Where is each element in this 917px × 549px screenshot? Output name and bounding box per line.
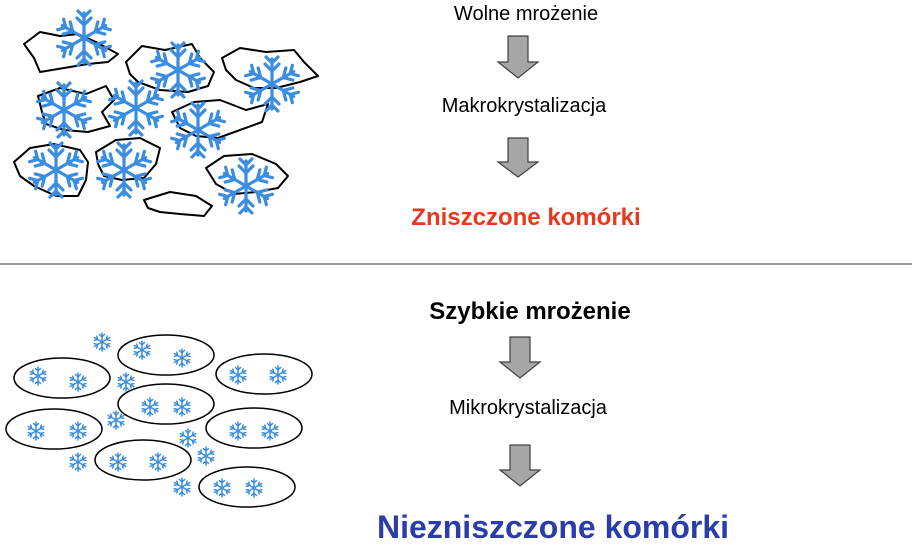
snowflake-icon — [93, 333, 111, 351]
slow-freezing-label: Wolne mrożenie — [453, 3, 599, 25]
snowflake-icon — [29, 367, 47, 385]
damaged-cell — [23, 31, 119, 73]
snowflake-icon — [97, 143, 151, 197]
intact-cell — [215, 353, 313, 395]
intact-cell — [117, 334, 215, 376]
arrow-down-icon — [498, 336, 542, 379]
damaged-cell — [221, 47, 319, 89]
damaged-cell — [13, 143, 89, 197]
snowflake-icon — [69, 422, 87, 440]
snowflake-icon — [149, 453, 167, 471]
snowflake-icon — [141, 398, 159, 416]
snowflake-icon — [69, 453, 87, 471]
snowflake-icon — [37, 83, 91, 137]
intact-cell — [117, 383, 215, 425]
intact-cell — [5, 408, 103, 450]
snowflake-icon — [219, 159, 273, 213]
snowflake-icon — [107, 411, 125, 429]
arrow-down-icon — [498, 444, 542, 487]
intact-cell — [205, 407, 303, 449]
intact-cell — [13, 357, 111, 399]
snowflake-icon — [261, 422, 279, 440]
snowflake-icon — [171, 103, 225, 157]
snowflake-icon — [173, 478, 191, 496]
damaged-cell — [143, 191, 213, 217]
arrow-down-icon — [496, 35, 540, 79]
macrocrystallization-label: Makrokrystalizacja — [441, 95, 607, 117]
snowflake-icon — [133, 341, 151, 359]
snowflake-icon — [109, 453, 127, 471]
snowflake-icon — [173, 349, 191, 367]
snowflake-icon — [197, 447, 215, 465]
snowflake-icon — [245, 479, 263, 497]
snowflake-icon — [109, 81, 163, 135]
snowflake-icon — [117, 373, 135, 391]
damaged-cells-label: Zniszczone komórki — [411, 204, 641, 231]
snowflake-icon — [151, 43, 205, 97]
process-arrows — [496, 35, 542, 487]
snowflake-icon — [57, 11, 111, 65]
arrow-down-icon — [496, 137, 540, 178]
large-crystals — [29, 11, 299, 213]
snowflake-icon — [29, 143, 83, 197]
intact-cell — [198, 466, 296, 508]
intact-cells — [5, 334, 313, 508]
microcrystallization-label: Mikrokrystalizacja — [449, 397, 607, 419]
damaged-cells — [13, 31, 319, 217]
damaged-cell — [125, 43, 215, 93]
fast-freezing-label: Szybkie mrożenie — [429, 298, 631, 325]
snowflake-icon — [229, 422, 247, 440]
snowflake-icon — [269, 366, 287, 384]
snowflake-icon — [229, 366, 247, 384]
snowflake-icon — [69, 373, 87, 391]
snowflake-icon — [179, 429, 197, 447]
snowflake-icon — [27, 422, 45, 440]
damaged-cell — [95, 137, 161, 181]
undamaged-cells-label: Niezniszczone komórki — [376, 509, 730, 545]
intact-cell — [94, 439, 192, 481]
snowflake-icon — [173, 398, 191, 416]
snowflake-icon — [213, 479, 231, 497]
